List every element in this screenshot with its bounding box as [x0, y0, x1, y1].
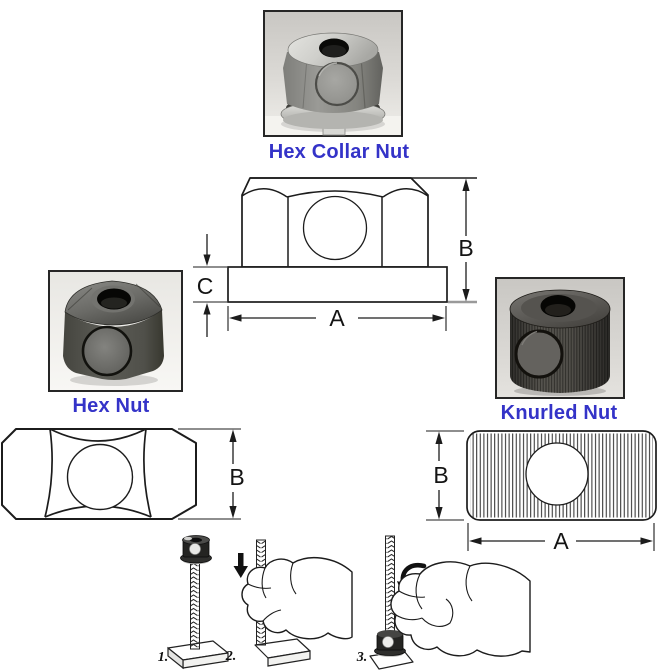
down-arrow-icon: [233, 553, 248, 578]
installation-steps-illustration: 1. 2.: [158, 535, 531, 670]
hex-nut-photo-image: [50, 272, 181, 390]
hex-nut-label: Hex Nut: [72, 395, 150, 417]
dimension-label-c: C: [197, 273, 214, 299]
hex-nut-front-drawing: [1, 428, 197, 520]
collar-nut-profile-drawing: [193, 177, 477, 304]
knurled-nut-label: Knurled Nut: [500, 402, 618, 424]
knurled-nut-photo: [495, 277, 625, 399]
dimension-label-b: B: [229, 464, 244, 490]
hex-collar-nut-dimension-diagram: B C A: [193, 177, 477, 337]
dimension-a-profile: A: [227, 305, 447, 331]
step-3-number: 3.: [356, 650, 368, 665]
dimension-a-knurled-front: A: [467, 523, 655, 554]
dimension-b-knurled-front: B: [426, 430, 464, 521]
dimension-c-profile: C: [197, 234, 214, 337]
dimension-label-a: A: [553, 528, 569, 554]
step-1-number: 1.: [158, 650, 169, 665]
dimension-b-profile: B: [458, 178, 474, 302]
step-3-illustration: 3.: [356, 535, 531, 670]
dimension-label-b: B: [458, 235, 473, 261]
hex-collar-nut-photo: [263, 10, 403, 137]
dimension-label-a: A: [329, 305, 345, 331]
hex-nut-photo: [48, 270, 183, 392]
knurled-nut-dimension-diagram: B A: [426, 430, 657, 554]
knurled-nut-photo-image: [497, 279, 623, 397]
hex-nut-dimension-diagram: B: [1, 428, 245, 520]
step-1-illustration: 1.: [158, 535, 229, 670]
knurled-nut-front-drawing: [466, 430, 657, 521]
dimension-label-b: B: [433, 462, 448, 488]
step-2-number: 2.: [225, 649, 237, 664]
hex-collar-nut-label: Hex Collar Nut: [268, 141, 410, 163]
hex-collar-nut-photo-image: [265, 12, 401, 136]
dimension-b-hex-front: B: [178, 428, 245, 520]
step-2-illustration: 2.: [225, 539, 353, 667]
